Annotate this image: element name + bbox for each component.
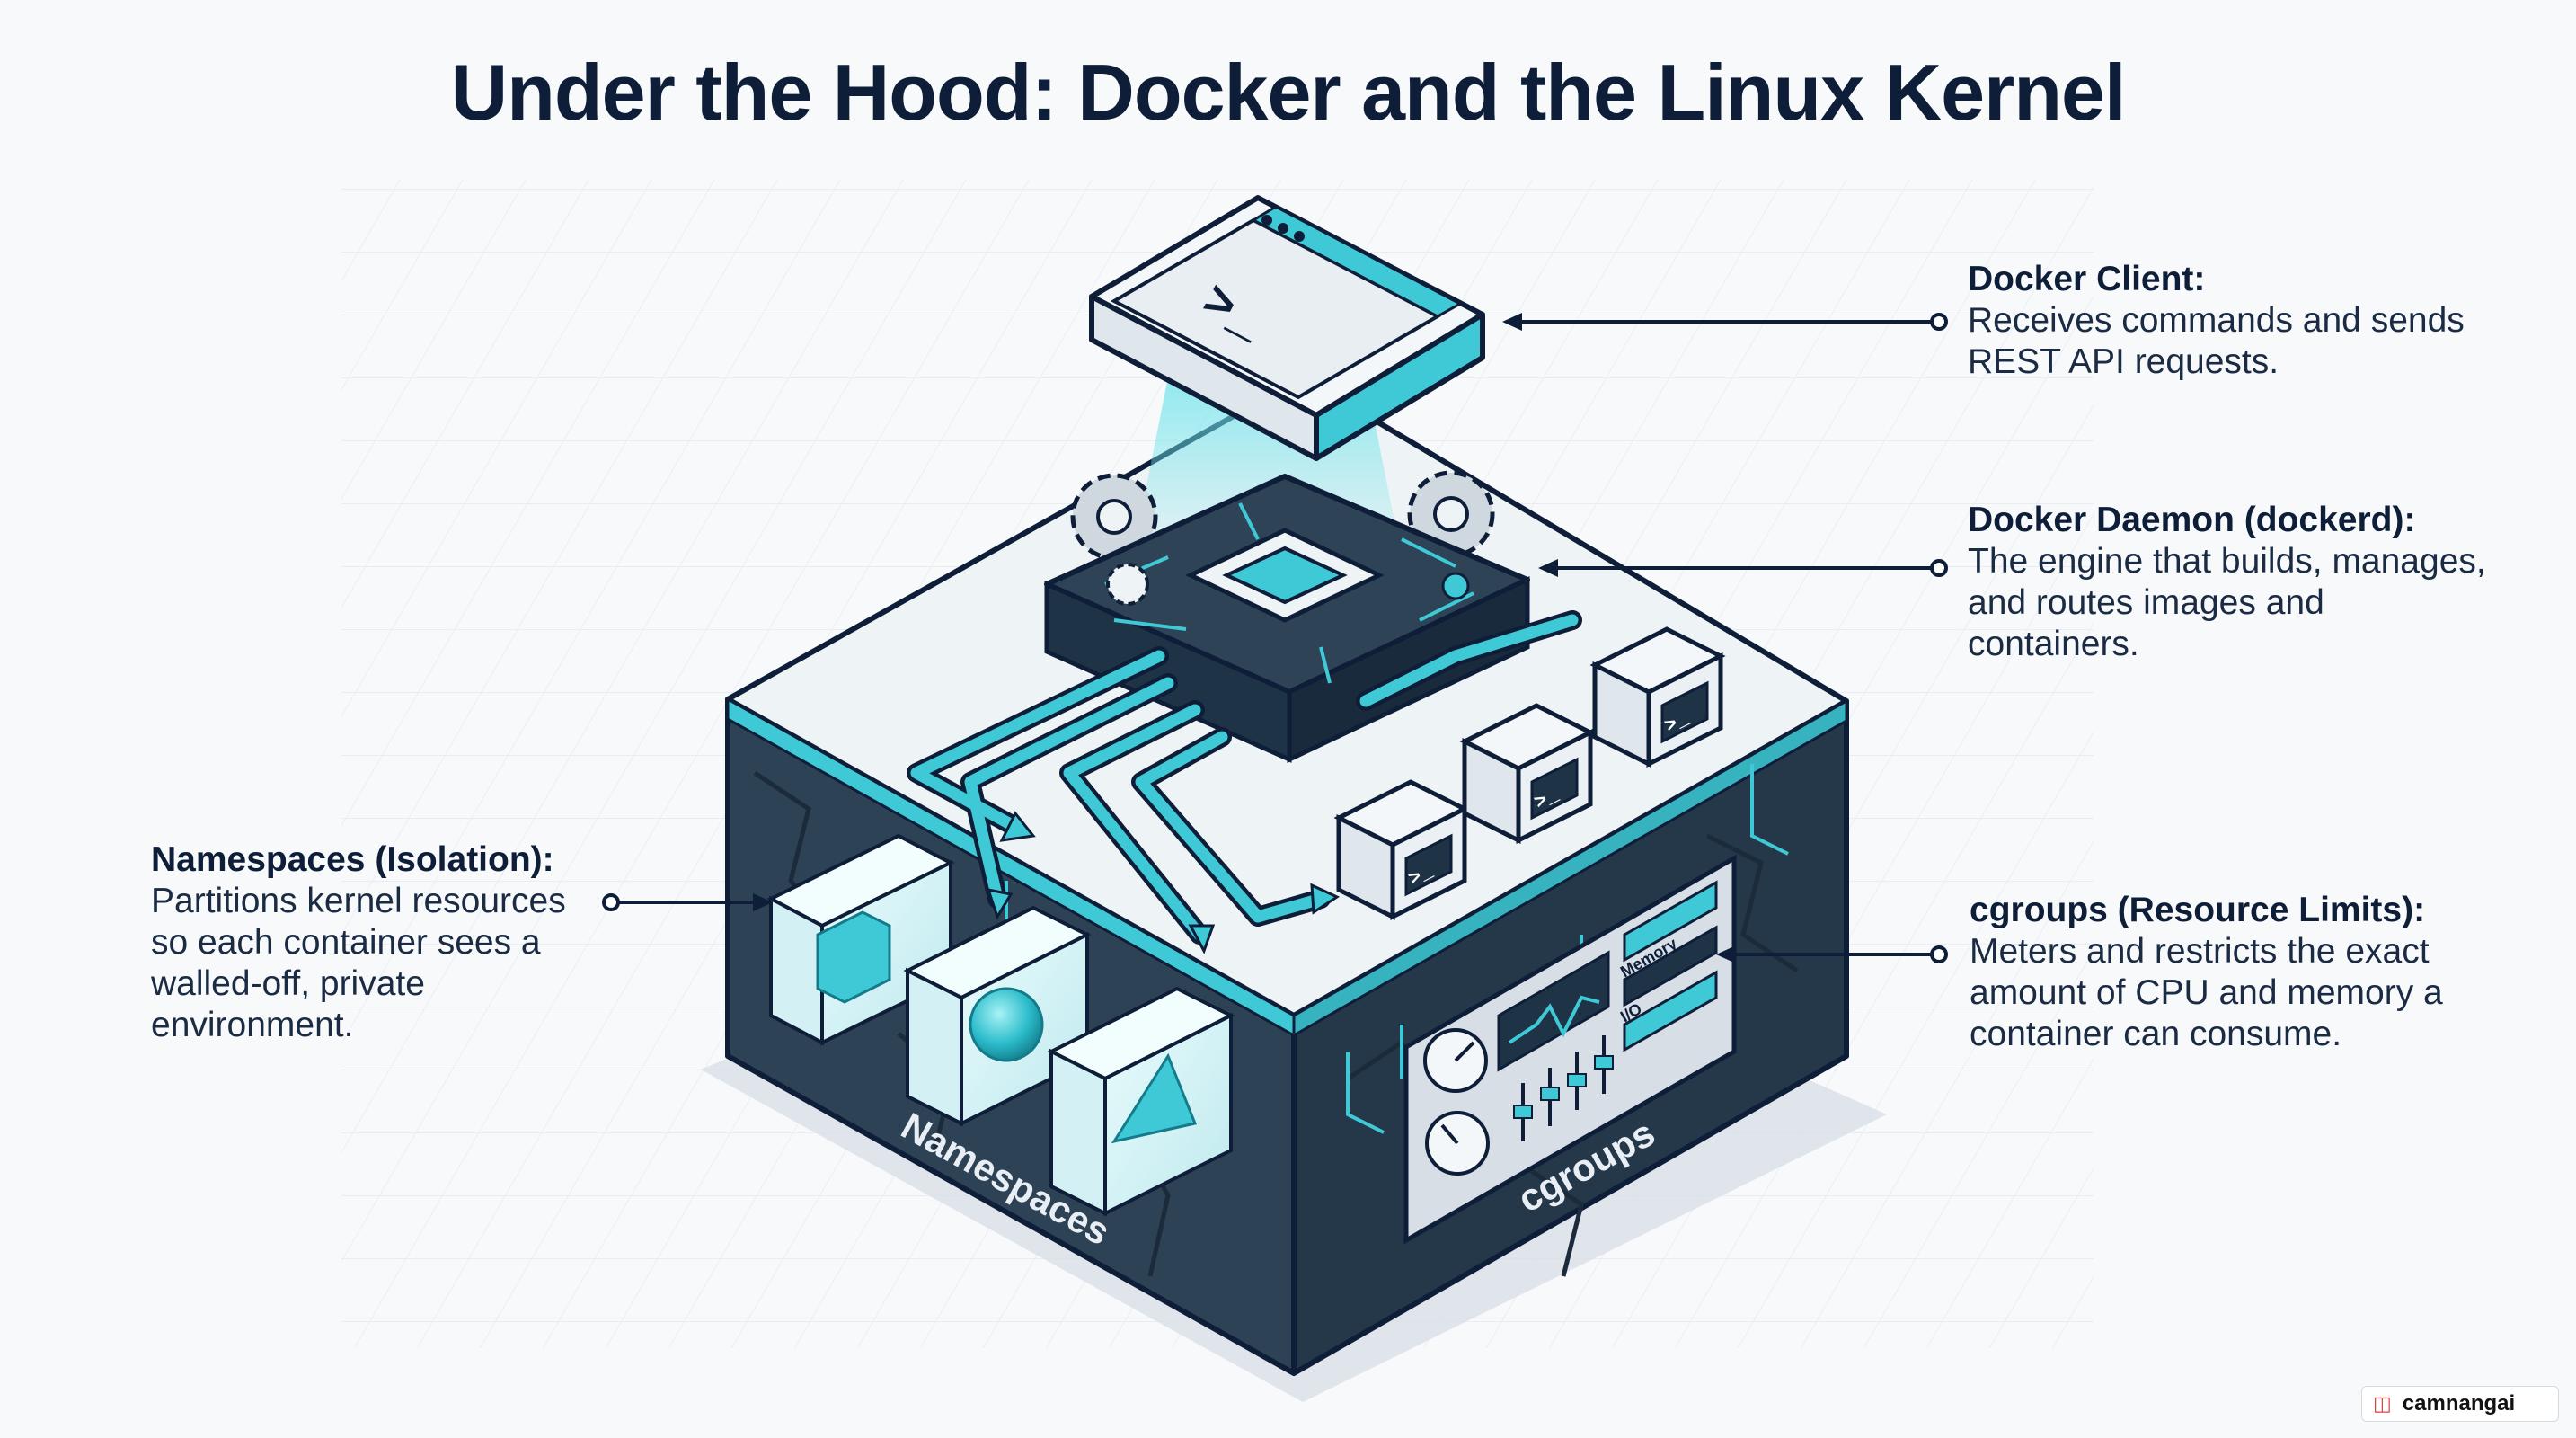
teal-edge-right <box>1292 698 1848 1038</box>
cgroups-panel: Memory I/O <box>1403 854 1737 1245</box>
cgroups-title: cgroups (Resource Limits): <box>1970 891 2426 929</box>
gear-icon-right <box>1407 470 1495 558</box>
circuit-traces <box>978 764 1789 1134</box>
namespaces-title: Namespaces (Isolation): <box>151 840 554 879</box>
docker-client-description: Receives commands and sends REST API req… <box>1968 301 2465 381</box>
docker-client-terminal: >_ <box>1089 195 1485 461</box>
docker-client-callout: Docker Client: Receives commands and sen… <box>1968 259 2525 383</box>
namespace-pyramid-icon <box>1111 1052 1198 1144</box>
container-cube-2: >_ <box>1459 703 1596 845</box>
small-gear-icon <box>1106 563 1149 606</box>
docker-daemon-title: Docker Daemon (dockerd): <box>1968 501 2416 539</box>
cpu-meter <box>1623 925 1718 1007</box>
connector-arrowheads <box>753 313 1736 963</box>
page-title: Under the Hood: Docker and the Linux Ker… <box>450 48 2127 137</box>
cgroups-callout: cgroups (Resource Limits): Meters and re… <box>1970 890 2527 1055</box>
book-icon: ◫ <box>2373 1392 2392 1415</box>
terminal-title-bar <box>1250 205 1464 318</box>
arrow-heads <box>986 811 1341 954</box>
docker-daemon-chip <box>1044 474 1530 763</box>
io-meter <box>1623 970 1718 1052</box>
waveform-icon <box>1508 995 1600 1044</box>
container-cube-3: >_ <box>1589 626 1726 768</box>
status-led <box>1441 572 1470 600</box>
namespace-box-3 <box>1047 986 1235 1217</box>
docker-daemon-description: The engine that builds, manages, and rou… <box>1968 542 2486 663</box>
namespaces-description: Partitions kernel resources so each cont… <box>151 882 566 1044</box>
namespaces-callout: Namespaces (Isolation): Partitions kerne… <box>151 839 618 1046</box>
callout-connectors <box>613 320 1936 956</box>
container-cube-1: >_ <box>1333 779 1470 921</box>
docker-client-title: Docker Client: <box>1968 260 2206 298</box>
chip-core <box>1222 546 1348 605</box>
memory-meter <box>1623 880 1718 963</box>
watermark-badge: ◫ camnangai <box>2361 1386 2559 1422</box>
cgroups-description: Meters and restricts the exact amount of… <box>1970 932 2443 1053</box>
gear-icon-left <box>1070 473 1158 561</box>
namespace-cube-icon <box>816 910 891 1004</box>
watermark-text: camnangai <box>2402 1391 2516 1416</box>
docker-daemon-callout: Docker Daemon (dockerd): The engine that… <box>1968 500 2543 665</box>
namespace-sphere-icon <box>969 987 1044 1062</box>
